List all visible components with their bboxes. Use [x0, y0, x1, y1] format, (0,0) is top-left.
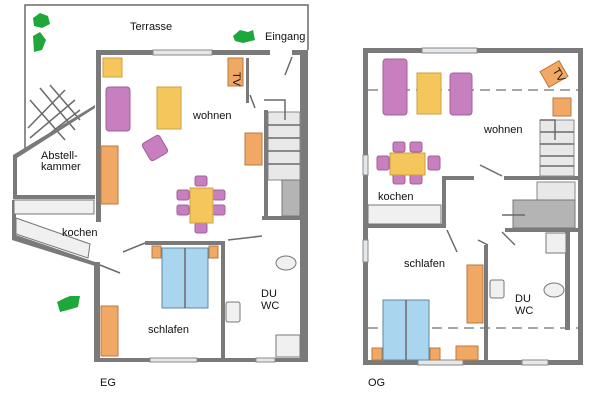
tv-label: TV [230, 72, 242, 87]
shower-icon [545, 232, 567, 254]
wall [363, 48, 368, 365]
window [417, 359, 464, 366]
terrace-outline [24, 4, 309, 150]
wardrobe [100, 305, 119, 357]
wall [262, 216, 302, 220]
dining-table [176, 175, 226, 234]
pergola-icon [27, 84, 81, 146]
wall [442, 176, 446, 228]
upper-floor-plan: TV wohnen kochen schlafen DU WC OG [362, 47, 583, 389]
plant-icon [57, 296, 80, 312]
floor-label-og: OG [368, 377, 385, 389]
stair-arrow-icon [264, 99, 286, 120]
room-label-bedroom: schlafen [404, 258, 445, 270]
room-label-terrace: Terrasse [130, 21, 172, 33]
plant-icon [33, 13, 50, 28]
wall [442, 176, 474, 180]
room-label-kitchen: kochen [378, 191, 413, 203]
floor-label-eg: EG [100, 377, 116, 389]
room-label-kitchen: kochen [62, 227, 97, 239]
window [152, 49, 213, 56]
wardrobe [466, 264, 484, 324]
coffee-table [416, 72, 442, 115]
window [255, 357, 276, 363]
wall [96, 50, 101, 222]
room-label-storage-1: Abstell- [41, 150, 78, 162]
wall [565, 230, 570, 330]
cabinet [552, 97, 572, 117]
wall [246, 58, 249, 103]
wall [363, 360, 583, 365]
sofa [382, 58, 408, 116]
tv-cabinet [227, 57, 244, 87]
wall [96, 358, 308, 362]
coffee-table [156, 86, 182, 130]
window [362, 239, 369, 263]
tv-cabinet [539, 60, 569, 88]
kitchen-counter [367, 204, 442, 225]
bed [371, 299, 441, 361]
wall [505, 228, 583, 232]
room-label-bath-1: DU [261, 288, 277, 300]
room-label-bedroom: schlafen [148, 324, 189, 336]
wall [484, 245, 488, 363]
wall [221, 241, 225, 361]
room-label-living: wohnen [483, 124, 523, 136]
wardrobe [100, 145, 119, 205]
side-table [102, 57, 123, 78]
wall [578, 48, 583, 365]
wall [94, 262, 100, 362]
room-label-bath-1: DU [515, 293, 531, 305]
room-label-bath-2: WC [515, 305, 533, 317]
toilet-icon [275, 255, 297, 271]
sofa [105, 86, 131, 132]
wall [300, 50, 308, 362]
room-label-entrance: Eingang [265, 31, 305, 43]
window [521, 359, 549, 366]
wall [504, 176, 578, 180]
plant-icon [233, 30, 255, 43]
staircase [264, 99, 301, 218]
wall [363, 224, 445, 228]
ground-floor-plan: TV Terrasse Eingang wohnen Abstell [12, 4, 309, 389]
kitchen-counter [13, 199, 95, 259]
staircase [502, 119, 576, 229]
window [149, 357, 198, 363]
stair-arrow-icon [540, 119, 556, 140]
window [362, 154, 369, 176]
cabinet [244, 132, 263, 166]
sink-icon [225, 301, 241, 323]
wall [145, 241, 225, 245]
shower-icon [275, 334, 301, 358]
room-label-bath-2: WC [261, 300, 279, 312]
room-label-storage-2: kammer [41, 161, 81, 173]
room-label-living: wohnen [192, 110, 232, 122]
toilet-icon [543, 282, 565, 298]
armchair [141, 134, 169, 162]
window [421, 47, 478, 54]
sofa [449, 72, 473, 116]
plant-icon [33, 32, 46, 52]
kitchen-diagonal-wall [12, 200, 95, 266]
sink-icon [489, 279, 505, 299]
dining-table [376, 141, 441, 185]
bed [151, 245, 219, 309]
cabinet [455, 345, 479, 361]
